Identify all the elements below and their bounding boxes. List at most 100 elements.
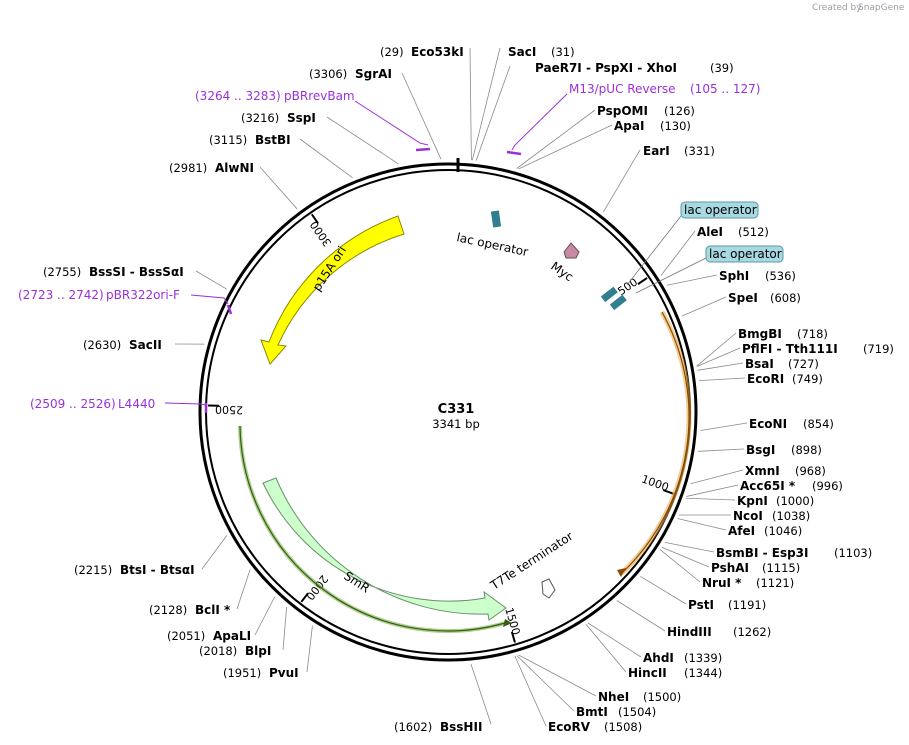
site-pos-pspomi: (126) bbox=[664, 104, 695, 118]
site-pos-alei: (512) bbox=[738, 225, 769, 239]
site-pos-pvui: (1951) bbox=[223, 666, 261, 680]
lac-box-2-leader bbox=[635, 257, 707, 294]
site-econi[interactable]: EcoNI bbox=[749, 417, 787, 431]
feature-t7te[interactable] bbox=[541, 578, 556, 599]
site-nhei[interactable]: NheI bbox=[598, 690, 629, 704]
site-apali[interactable]: ApaLI bbox=[213, 629, 251, 643]
site-kpni[interactable]: KpnI bbox=[737, 494, 768, 508]
site-eco53ki[interactable]: Eco53kI bbox=[411, 45, 464, 59]
site-pos-ahdi: (1339) bbox=[684, 651, 722, 665]
site-hindiii[interactable]: HindIII bbox=[667, 625, 712, 639]
feature-p15a-ori[interactable] bbox=[260, 215, 405, 365]
site-pos-blpi: (2018) bbox=[199, 644, 237, 658]
site-pflfi[interactable]: PflFI - Tth111I bbox=[742, 342, 838, 356]
site-pos-acc65i: (996) bbox=[812, 479, 843, 493]
primer-m13puc[interactable]: M13/pUC Reverse bbox=[569, 82, 676, 96]
site-bmgbi[interactable]: BmgBI bbox=[738, 327, 782, 341]
site-sspi[interactable]: SspI bbox=[287, 111, 316, 125]
site-pos-bsai: (727) bbox=[788, 357, 819, 371]
site-leader-9 bbox=[696, 332, 737, 367]
site-leader-17 bbox=[685, 497, 736, 501]
site-psti[interactable]: PstI bbox=[688, 598, 714, 612]
site-paer7i[interactable]: PaeR7I - PspXI - XhoI bbox=[535, 61, 677, 75]
site-btsi[interactable]: BtsI - BtsαI bbox=[120, 563, 195, 577]
site-hincii[interactable]: HincII bbox=[628, 666, 667, 680]
site-leader-26 bbox=[585, 623, 627, 673]
lac-operator-boxes: lac operator lac operator bbox=[626, 201, 784, 294]
site-ecorv[interactable]: EcoRV bbox=[548, 720, 591, 734]
tick-label-3000: 3000 bbox=[308, 218, 335, 248]
site-pshai[interactable]: PshAI bbox=[711, 561, 749, 575]
site-pspomi[interactable]: PspOMI bbox=[597, 104, 648, 118]
site-afei[interactable]: AfeI bbox=[728, 524, 755, 538]
primer-pbr322[interactable]: pBR322ori-F bbox=[106, 288, 180, 302]
site-sacii[interactable]: SacII bbox=[129, 338, 162, 352]
feature-lac-operator-2[interactable] bbox=[609, 294, 627, 311]
site-bstbi[interactable]: BstBI bbox=[255, 133, 291, 147]
primer-leader-m13puc bbox=[511, 93, 568, 151]
primer-mark-pbrrevbam bbox=[415, 147, 431, 152]
primer-range-pbrrevbam: (3264 .. 3283) bbox=[195, 89, 281, 103]
site-bsshii[interactable]: BssHII bbox=[440, 720, 482, 734]
feature-lac-operator-1[interactable] bbox=[600, 286, 618, 303]
site-eari[interactable]: EarI bbox=[643, 144, 670, 158]
site-ncoi[interactable]: NcoI bbox=[733, 509, 763, 523]
backbone-outer bbox=[198, 162, 698, 662]
site-leader-4 bbox=[518, 124, 613, 170]
primer-leader-pbr322 bbox=[190, 294, 229, 305]
site-leader-12 bbox=[699, 377, 746, 382]
site-spei[interactable]: SpeI bbox=[728, 291, 758, 305]
site-alwni[interactable]: AlwNI bbox=[215, 161, 254, 175]
site-sphi[interactable]: SphI bbox=[719, 269, 749, 283]
site-pos-ecori: (749) bbox=[792, 372, 823, 386]
site-leader-2 bbox=[475, 65, 511, 161]
site-pos-nhei: (1500) bbox=[643, 690, 681, 704]
tick-label-2500: 2500 bbox=[215, 403, 243, 417]
lac-operator-box-2[interactable] bbox=[705, 245, 784, 263]
primer-l4440[interactable]: L4440 bbox=[118, 397, 155, 411]
primer-mark-pbr322 bbox=[226, 304, 233, 315]
site-bcli[interactable]: BclI * bbox=[195, 603, 231, 617]
site-bmti[interactable]: BmtI bbox=[576, 705, 608, 719]
lac-operator-box-1[interactable] bbox=[680, 201, 759, 219]
lac-operator-box-1-label: lac operator bbox=[684, 203, 757, 217]
feature-myc[interactable] bbox=[563, 242, 580, 259]
snapgene-logo: SnapGene bbox=[858, 3, 905, 13]
lac-operator-box-2-label: lac operator bbox=[709, 247, 782, 261]
site-bsmbi[interactable]: BsmBI - Esp3I bbox=[716, 546, 808, 560]
site-blpi[interactable]: BlpI bbox=[245, 644, 271, 658]
site-nrui[interactable]: NruI * bbox=[702, 576, 742, 590]
site-pos-apali: (2051) bbox=[167, 629, 205, 643]
site-pos-bsgi: (898) bbox=[791, 443, 822, 457]
site-bsssi[interactable]: BssSI - BssSαI bbox=[89, 265, 184, 279]
site-apai[interactable]: ApaI bbox=[614, 119, 644, 133]
site-bsai[interactable]: BsaI bbox=[745, 357, 774, 371]
site-sgrai[interactable]: SgrAI bbox=[355, 67, 392, 81]
site-alei[interactable]: AleI bbox=[697, 225, 723, 239]
site-leader-14 bbox=[697, 448, 745, 452]
primer-range-l4440: (2509 .. 2526) bbox=[30, 397, 116, 411]
feature-smr[interactable] bbox=[262, 477, 507, 621]
site-saci[interactable]: SacI bbox=[508, 45, 536, 59]
feature-lac-operator-inner[interactable] bbox=[490, 210, 502, 228]
primer-pbrrevbam[interactable]: pBRrevBam bbox=[284, 89, 355, 103]
site-leader-25 bbox=[587, 622, 642, 658]
site-leader-20 bbox=[664, 542, 715, 553]
feature-label-myc: Myc bbox=[548, 259, 576, 284]
site-leader-38 bbox=[259, 166, 298, 210]
site-leader-22 bbox=[660, 549, 701, 583]
feature-green-arrowhead bbox=[503, 619, 512, 627]
site-acc65i[interactable]: Acc65I * bbox=[740, 479, 796, 493]
features: p15A ori SmR lac operator Myc T7Te termi… bbox=[238, 210, 692, 633]
site-ecori[interactable]: EcoRI bbox=[747, 372, 784, 386]
site-leaders bbox=[174, 47, 748, 727]
site-xmni[interactable]: XmnI bbox=[745, 464, 780, 478]
site-pos-nrui: (1121) bbox=[756, 576, 794, 590]
site-leader-28 bbox=[516, 655, 575, 712]
site-pvui[interactable]: PvuI bbox=[269, 666, 299, 680]
site-bsgi[interactable]: BsgI bbox=[746, 443, 775, 457]
site-ahdi[interactable]: AhdI bbox=[643, 651, 674, 665]
site-leader-1 bbox=[471, 47, 501, 161]
site-leader-24 bbox=[616, 600, 666, 632]
